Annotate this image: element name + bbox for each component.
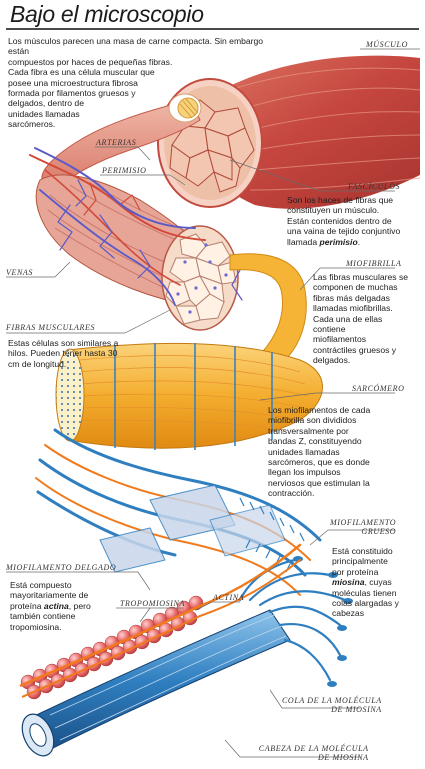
leader-lines — [6, 48, 420, 758]
text-line: Son los haces de fibras que — [287, 195, 394, 205]
text-line: Estas células son similares a — [8, 338, 119, 348]
text-line: por proteína — [332, 567, 424, 577]
label-line: grueso — [361, 527, 397, 536]
label-line: Cola de la molécula — [282, 696, 382, 705]
intro-text: Los músculos parecen una masa de carne c… — [8, 36, 278, 130]
text-line: colas alargadas y — [332, 598, 399, 609]
text-line: nerviosos que estimulan la — [268, 477, 370, 488]
text-line: cabezas — [332, 608, 365, 619]
label-actina: Actina — [213, 593, 245, 602]
text-line: una vaina de tejido conjuntivo — [287, 226, 401, 237]
fascicle-rope — [41, 93, 202, 189]
label-venas: Venas — [6, 268, 33, 277]
intro-line: Cada fibra es una célula muscular que — [8, 67, 155, 78]
text-line: fibras más delgadas — [313, 292, 390, 303]
label-miofibrilla: Miofibrilla — [346, 259, 402, 268]
text-line: delgados. — [313, 355, 351, 366]
label-fibras-musculares: Fibras musculares — [6, 323, 96, 332]
text-fragment: proteína — [10, 600, 44, 611]
text-line: llamada perimisio. — [287, 237, 422, 247]
label-line: de miosina — [318, 753, 369, 762]
myosin-heads — [293, 556, 353, 687]
label-fasciculos: Fascículos — [348, 182, 401, 191]
z-disc — [99, 484, 286, 573]
text-line: llamadas miofibrillas. — [313, 303, 393, 314]
text-line: Están contenidos dentro de — [287, 215, 392, 226]
grueso-text: Está constituido principalmente por prot… — [332, 546, 424, 619]
text-line: principalmente — [332, 556, 388, 567]
text-fragment: , pero — [68, 600, 91, 611]
delgado-text: Está compuesto mayoritariamente de prote… — [10, 580, 120, 632]
label-line: Cabeza de la molécula — [258, 744, 369, 753]
fasciculos-text: Son los haces de fibras que constituyen … — [287, 195, 422, 247]
text-line: hilos. Pueden tener hasta 30 — [8, 348, 118, 359]
text-line: tropomiosina. — [10, 621, 62, 632]
thin-filament-strands — [198, 543, 302, 617]
veins-network — [34, 147, 243, 306]
title-bar: Bajo el microscopio — [0, 0, 425, 30]
text-line: mayoritariamente de — [10, 590, 89, 601]
label-line: Miofilamento — [330, 518, 397, 527]
bold-term: miosina — [332, 577, 365, 588]
text-line: moléculas tienen — [332, 587, 397, 598]
page-title: Bajo el microscopio — [10, 1, 204, 27]
text-line: también contiene — [10, 611, 76, 622]
text-line: Está constituido — [332, 546, 393, 556]
bold-term: perimisio — [319, 236, 358, 247]
title-rule — [6, 28, 419, 30]
text-fragment: . — [357, 236, 361, 247]
intro-line: sarcómeros. — [8, 119, 56, 130]
fiber-cross-section — [161, 225, 239, 331]
sarcomero-text: Los miofilamentos de cada miofibrilla so… — [268, 405, 398, 499]
text-line: proteína actina, pero — [10, 601, 120, 611]
label-cola-miosina: Cola de la molécula de miosina — [282, 696, 382, 714]
text-fragment: por proteína — [332, 566, 379, 577]
label-cabeza-miosina: Cabeza de la molécula de miosina — [242, 744, 369, 762]
label-arterias: Arterias — [96, 138, 137, 147]
text-line: Los miofilamentos de cada — [268, 405, 371, 415]
text-line: contráctiles gruesos y — [313, 344, 397, 355]
text-line: contiene — [313, 324, 346, 335]
text-line: componen de muchas — [313, 282, 398, 293]
label-perimisio: Perimisio — [102, 166, 147, 175]
miofibrilla-text: Las fibras musculares se componen de muc… — [313, 272, 423, 366]
text-line: contracción. — [268, 488, 315, 499]
label-miofilamento-grueso: Miofilamento grueso — [330, 518, 396, 536]
text-line: sarcómeros, que es donde — [268, 457, 370, 468]
text-line: llegan los impulsos — [268, 467, 341, 478]
label-tropomiosina: Tropomiosina — [120, 599, 185, 608]
label-sarcomero: Sarcómero — [352, 384, 405, 393]
intro-line: posee una microestructura fibrosa — [8, 77, 138, 88]
thin-filament-actin — [19, 595, 204, 700]
muscle-fiber-strand — [229, 253, 307, 361]
myofibril — [55, 342, 323, 450]
intro-line: compuestos por haces de pequeñas fibras. — [8, 56, 173, 67]
text-line: constituyen un músculo. — [287, 205, 380, 216]
muscle-illustration — [6, 48, 421, 758]
text-fragment: llamada — [287, 236, 320, 247]
thick-filament-tube — [21, 609, 291, 757]
text-line: Las fibras musculares se — [313, 272, 409, 282]
text-line: unidades llamadas — [268, 446, 340, 457]
text-line: Cada una de ellas — [313, 313, 383, 324]
text-line: Está compuesto — [10, 580, 72, 590]
fibras-text: Estas células son similares a hilos. Pue… — [8, 338, 148, 369]
intro-line: unidades llamadas — [8, 108, 80, 119]
text-line: miosina, cuyas — [332, 577, 424, 587]
text-line: miofilamentos — [313, 334, 367, 345]
intro-line: formada por filamentos gruesos y — [8, 88, 136, 99]
text-line: bandas Z, constituyendo — [268, 436, 362, 447]
text-line: transversalmente por — [268, 425, 349, 436]
text-line: cm de longitud. — [8, 358, 67, 369]
text-line: miofibrilla son divididos — [268, 415, 357, 426]
label-line: de miosina — [331, 705, 382, 714]
text-fragment: , cuyas — [364, 577, 392, 588]
label-musculo: Músculo — [366, 40, 408, 49]
intro-line: delgados, dentro de — [8, 98, 84, 109]
bold-term: actina — [43, 600, 69, 611]
intro-line: Los músculos parecen una masa de carne c… — [8, 36, 264, 57]
label-miofilamento-delgado: Miofilamento delgado — [6, 563, 117, 572]
